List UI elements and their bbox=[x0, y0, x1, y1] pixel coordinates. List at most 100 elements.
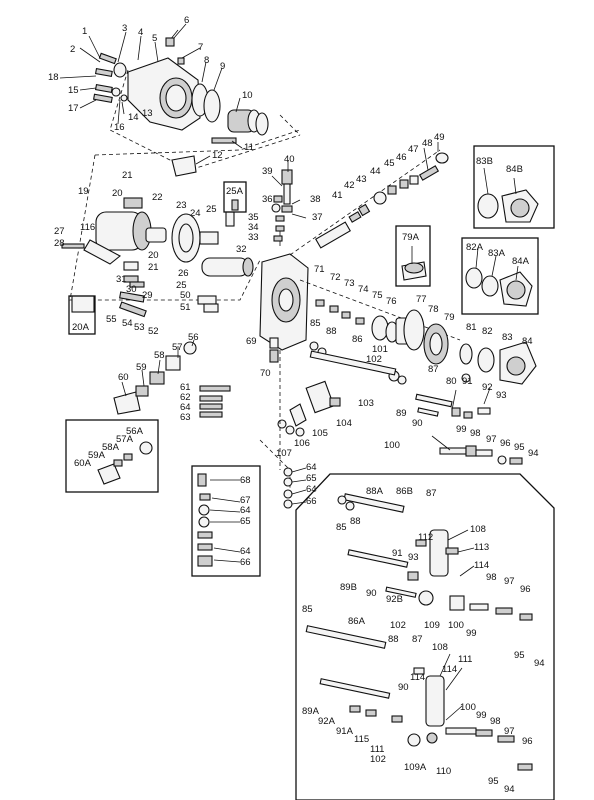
label-20A: 20A bbox=[72, 322, 90, 333]
label-90c: 90 bbox=[398, 682, 409, 693]
shaft-41 bbox=[315, 221, 351, 249]
label-88a: 88 bbox=[326, 326, 337, 337]
rotor-group bbox=[61, 129, 301, 335]
adjuster-group bbox=[65, 341, 231, 493]
variant-frame bbox=[295, 473, 555, 800]
label-87a: 87 bbox=[428, 364, 439, 375]
label-40: 40 bbox=[284, 154, 295, 165]
label-83: 83 bbox=[502, 332, 513, 343]
label-91b: 91 bbox=[392, 548, 403, 559]
label-71: 71 bbox=[314, 264, 325, 275]
label-39: 39 bbox=[262, 166, 273, 177]
label-59A: 59A bbox=[88, 450, 106, 461]
label-21: 21 bbox=[122, 170, 133, 181]
label-99a: 99 bbox=[456, 424, 467, 435]
label-86A: 86A bbox=[348, 616, 366, 627]
label-50: 50 bbox=[180, 290, 191, 301]
label-110: 110 bbox=[436, 766, 451, 777]
label-13: 13 bbox=[142, 108, 153, 119]
pump-body-group bbox=[259, 169, 309, 363]
upper-shaft-group bbox=[289, 149, 449, 256]
label-85b: 85 bbox=[336, 522, 347, 533]
fitting-12 bbox=[171, 155, 197, 177]
label-107: 107 bbox=[276, 448, 292, 459]
label-32: 32 bbox=[236, 244, 247, 255]
label-87b: 87 bbox=[426, 488, 437, 499]
label-21b: 21 bbox=[148, 262, 159, 273]
label-28: 28 bbox=[54, 238, 65, 249]
label-75: 75 bbox=[372, 290, 383, 301]
label-42: 42 bbox=[344, 180, 355, 191]
label-116: 116 bbox=[80, 222, 95, 233]
label-54: 54 bbox=[122, 318, 133, 329]
label-17: 17 bbox=[68, 103, 79, 114]
label-111b: 111 bbox=[370, 744, 384, 755]
label-64d: 64 bbox=[240, 505, 251, 516]
label-62: 62 bbox=[180, 392, 191, 403]
label-24: 24 bbox=[190, 208, 201, 219]
label-93b: 93 bbox=[408, 552, 419, 563]
part-20A bbox=[71, 295, 95, 313]
label-100c: 100 bbox=[460, 702, 476, 713]
label-74: 74 bbox=[358, 284, 369, 295]
label-65a: 65 bbox=[306, 473, 317, 484]
label-60A: 60A bbox=[74, 458, 92, 469]
label-9: 9 bbox=[220, 61, 225, 72]
label-108b: 108 bbox=[432, 642, 448, 653]
label-6: 6 bbox=[184, 15, 189, 26]
end-housing-group bbox=[92, 29, 301, 177]
label-101: 101 bbox=[372, 344, 388, 355]
label-85a: 85 bbox=[310, 318, 321, 329]
label-92A: 92A bbox=[318, 716, 336, 727]
control-shaft-group bbox=[277, 350, 397, 470]
label-43: 43 bbox=[356, 174, 367, 185]
lower-variant-box bbox=[295, 473, 555, 800]
label-105: 105 bbox=[312, 428, 328, 439]
label-85c: 85 bbox=[302, 604, 313, 615]
label-14: 14 bbox=[128, 112, 139, 123]
label-98c: 98 bbox=[490, 716, 501, 727]
label-95b: 95 bbox=[514, 650, 525, 661]
label-102b: 102 bbox=[390, 620, 406, 631]
label-72: 72 bbox=[330, 272, 341, 283]
label-38: 38 bbox=[310, 194, 321, 205]
label-86B: 86B bbox=[396, 486, 413, 497]
label-94c: 94 bbox=[504, 784, 515, 795]
label-11: 11 bbox=[244, 142, 254, 153]
label-100b: 100 bbox=[448, 620, 464, 631]
label-2: 2 bbox=[70, 44, 75, 55]
label-64a: 64 bbox=[180, 402, 191, 413]
label-65b: 65 bbox=[240, 516, 251, 527]
label-99c: 99 bbox=[476, 710, 487, 721]
label-79: 79 bbox=[444, 312, 455, 323]
label-97b: 97 bbox=[504, 576, 515, 587]
label-83A: 83A bbox=[488, 248, 506, 259]
linkage-upper-group bbox=[415, 393, 523, 465]
label-80: 80 bbox=[446, 376, 457, 387]
label-88A: 88A bbox=[366, 486, 384, 497]
label-111a: 111 bbox=[458, 654, 472, 665]
label-26: 26 bbox=[178, 268, 189, 279]
label-87c: 87 bbox=[412, 634, 423, 645]
label-103: 103 bbox=[358, 398, 374, 409]
label-100a: 100 bbox=[384, 440, 400, 451]
label-25b: 25 bbox=[176, 280, 187, 291]
label-64c: 64 bbox=[306, 484, 317, 495]
label-94b: 94 bbox=[534, 658, 545, 669]
label-114c: 114 bbox=[410, 672, 425, 683]
label-106: 106 bbox=[294, 438, 310, 449]
label-8: 8 bbox=[204, 55, 209, 66]
label-5: 5 bbox=[152, 33, 157, 44]
label-45: 45 bbox=[384, 158, 395, 169]
label-88c: 88 bbox=[388, 634, 399, 645]
lever-110 bbox=[425, 675, 445, 727]
label-63: 63 bbox=[180, 412, 191, 423]
label-95a: 95 bbox=[514, 442, 525, 453]
label-82A: 82A bbox=[466, 242, 484, 253]
label-1: 1 bbox=[82, 26, 87, 37]
label-115: 115 bbox=[354, 734, 369, 745]
label-61: 61 bbox=[180, 382, 191, 393]
label-97a: 97 bbox=[486, 434, 497, 445]
label-4: 4 bbox=[138, 27, 143, 38]
label-64e: 64 bbox=[240, 546, 251, 557]
